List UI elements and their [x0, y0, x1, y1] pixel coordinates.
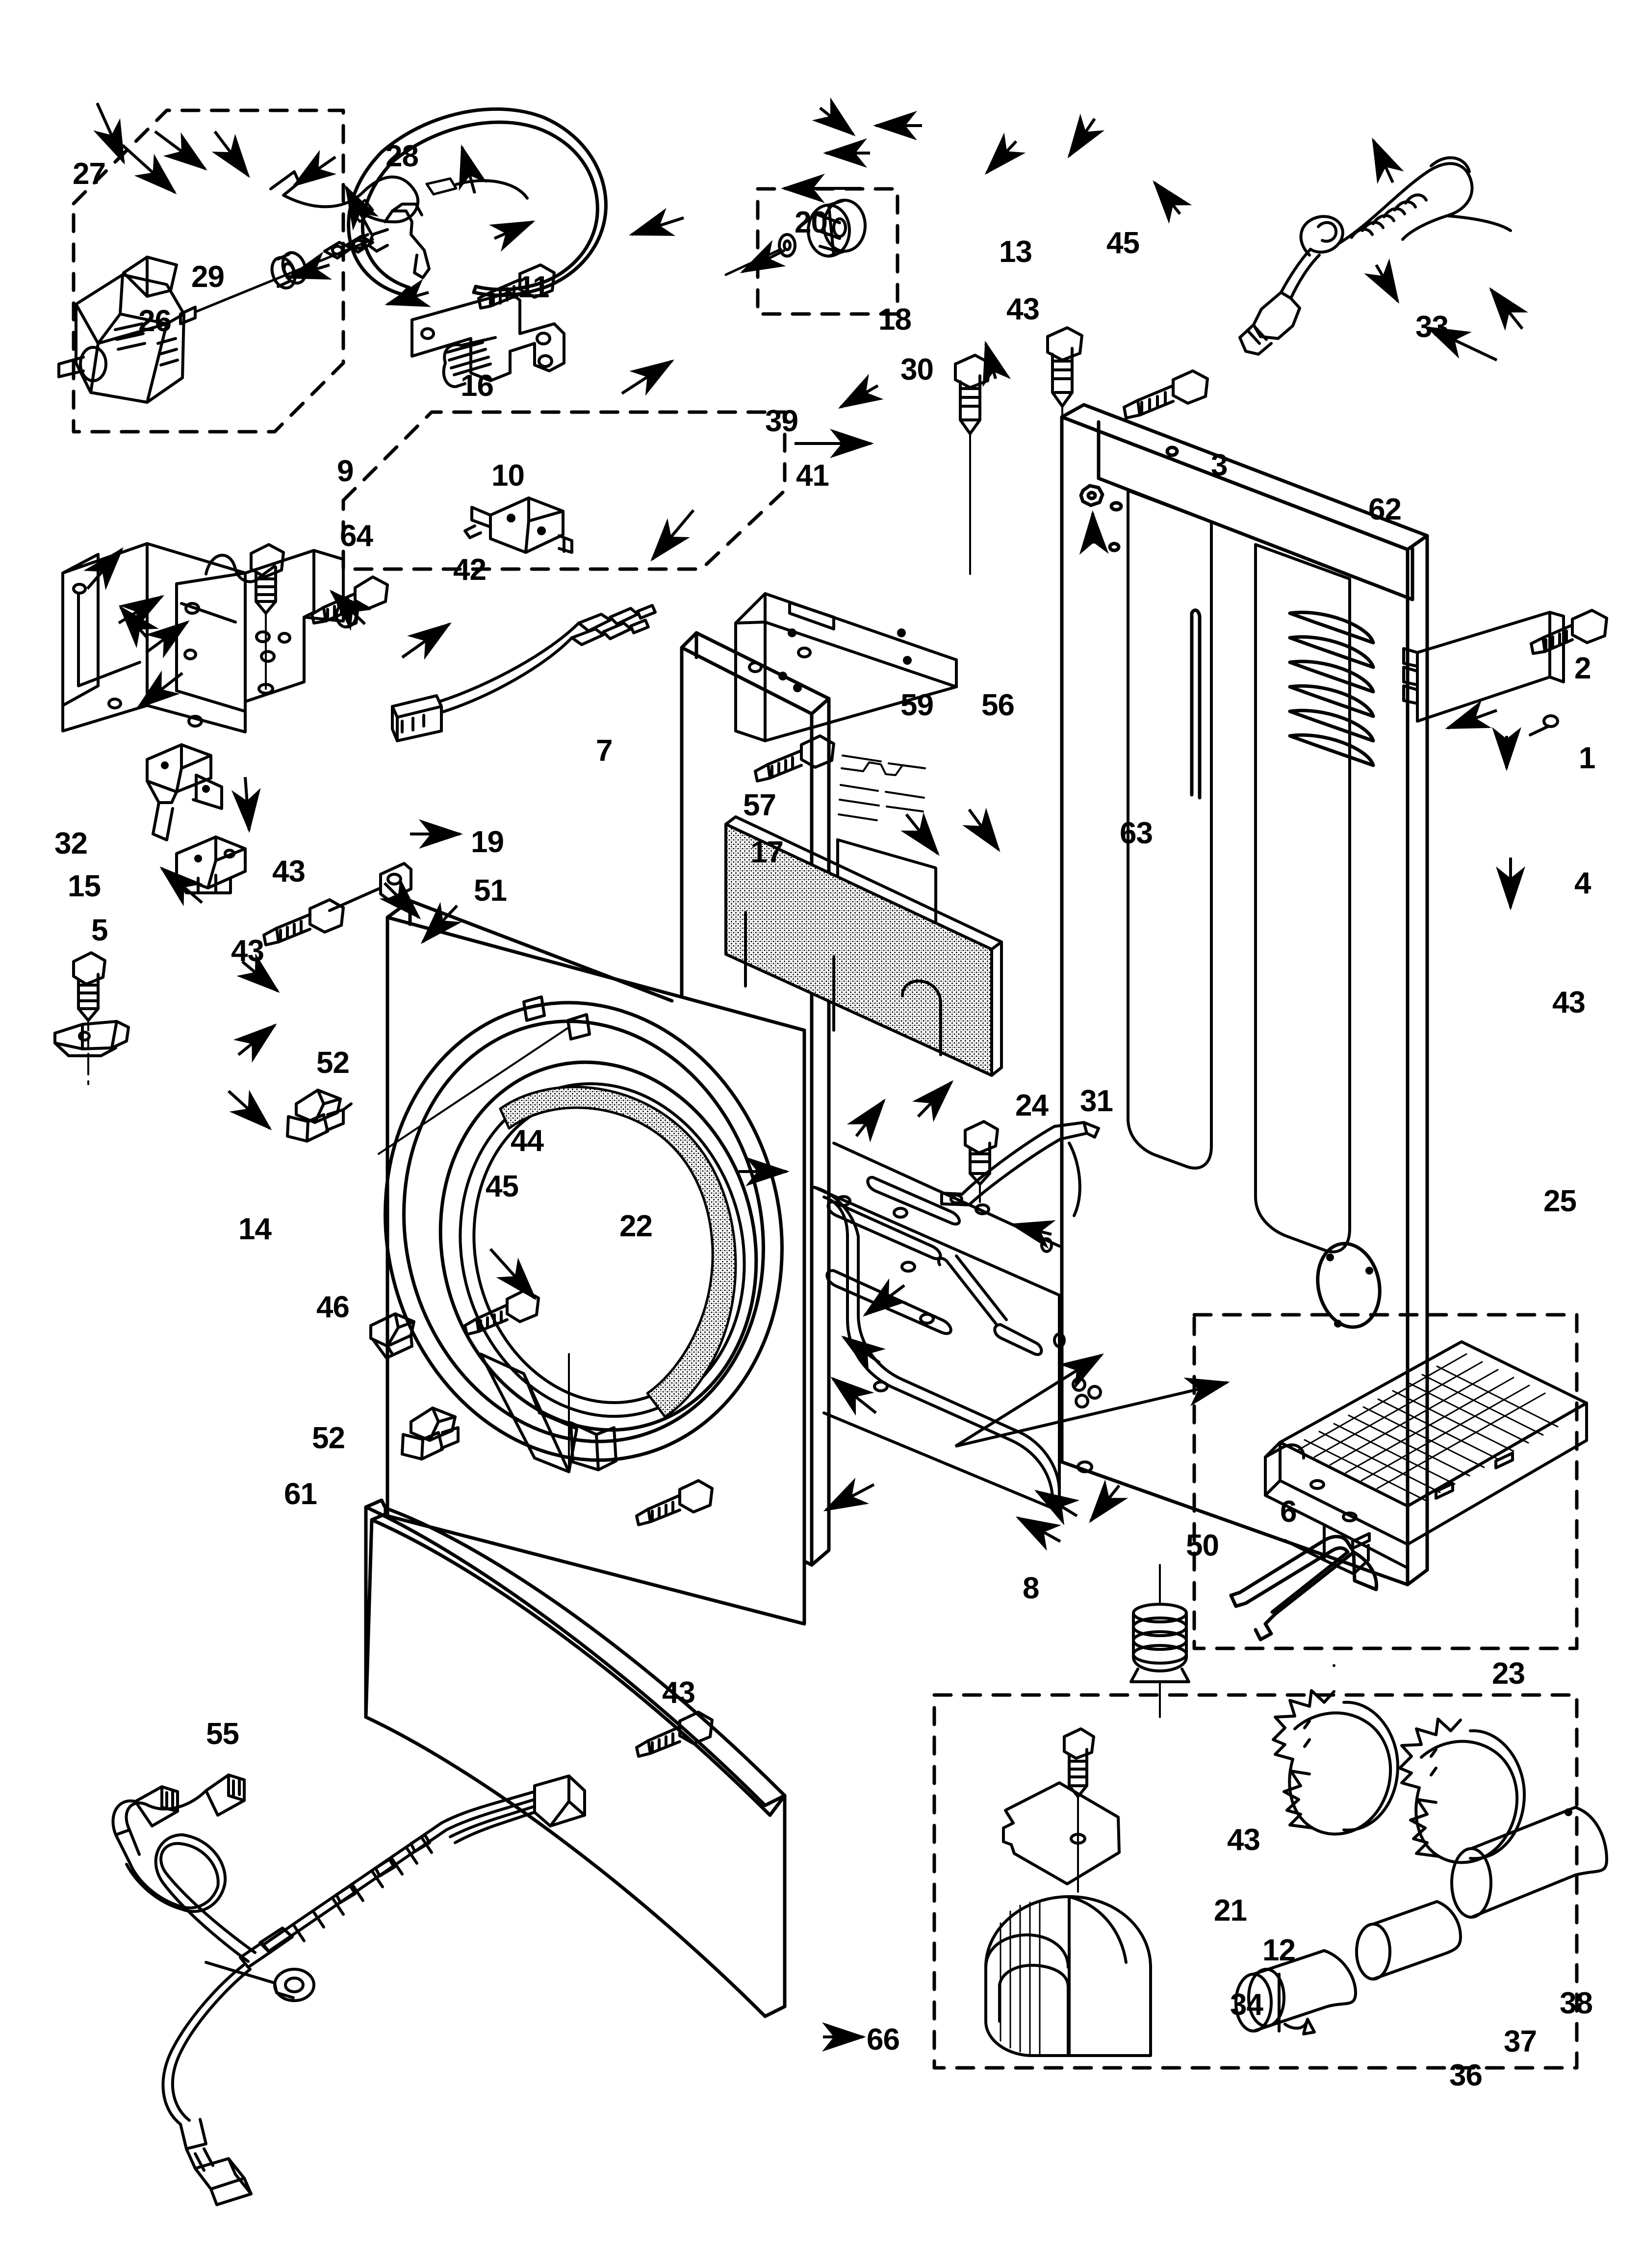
- callout-4: 4: [1574, 866, 1591, 900]
- callout-43-clamp: 43: [231, 934, 264, 968]
- callout-11: 11: [518, 270, 550, 304]
- callout-17: 17: [750, 835, 784, 869]
- callout-19: 19: [471, 825, 504, 859]
- callout-34: 34: [1230, 1988, 1263, 2022]
- callout-3: 3: [1211, 448, 1228, 482]
- callout-27: 27: [73, 157, 106, 191]
- callout-29: 29: [191, 260, 225, 294]
- callout-63: 63: [1120, 816, 1153, 850]
- callout-26: 26: [138, 304, 172, 338]
- callout-57: 57: [743, 788, 776, 822]
- callout-66: 66: [867, 2023, 900, 2057]
- callout-46: 46: [316, 1290, 350, 1324]
- callout-55: 55: [206, 1717, 239, 1751]
- callout-25: 25: [1543, 1184, 1577, 1218]
- callout-52-lower: 52: [312, 1421, 345, 1455]
- callout-51: 51: [474, 874, 507, 908]
- callout-23: 23: [1492, 1657, 1525, 1691]
- callout-43-top: 43: [1006, 292, 1040, 326]
- callout-22: 22: [619, 1209, 653, 1243]
- callout-42: 42: [453, 553, 487, 587]
- callout-43-bracket: 43: [272, 855, 306, 888]
- callout-18: 18: [878, 303, 912, 337]
- callout-45-glide: 45: [486, 1170, 519, 1203]
- callout-33: 33: [1415, 310, 1449, 344]
- callout-38: 38: [1560, 1986, 1593, 2020]
- callout-32: 32: [54, 827, 88, 860]
- callout-5: 5: [91, 913, 108, 947]
- callout-13: 13: [999, 235, 1032, 269]
- callout-62: 62: [1368, 493, 1402, 526]
- callout-56: 56: [981, 688, 1015, 722]
- callout-59: 59: [900, 688, 934, 722]
- callout-37: 37: [1504, 2025, 1537, 2059]
- callout-41: 41: [796, 459, 829, 493]
- callout-9: 9: [337, 454, 354, 488]
- callout-31: 31: [1080, 1084, 1113, 1118]
- callout-2: 2: [1574, 652, 1591, 685]
- callout-44: 44: [511, 1124, 544, 1158]
- callout-6: 6: [1280, 1495, 1297, 1529]
- callout-10: 10: [491, 459, 525, 493]
- callout-21: 21: [1214, 1894, 1247, 1928]
- callout-61: 61: [284, 1477, 317, 1511]
- callout-39: 39: [765, 404, 798, 438]
- callout-64: 64: [340, 519, 373, 553]
- callout-14: 14: [238, 1212, 272, 1246]
- callout-7: 7: [596, 734, 613, 768]
- callout-50: 50: [1186, 1529, 1219, 1563]
- callout-1: 1: [1579, 741, 1595, 775]
- callout-16: 16: [461, 369, 494, 403]
- callout-36: 36: [1449, 2059, 1483, 2092]
- callout-28: 28: [385, 139, 419, 173]
- callout-45: 45: [1106, 226, 1140, 260]
- callout-43-toe: 43: [662, 1676, 695, 1710]
- callout-12: 12: [1262, 1933, 1296, 1967]
- callout-8: 8: [1023, 1571, 1039, 1605]
- callout-20: 20: [795, 206, 828, 239]
- callout-43-side: 43: [1552, 986, 1586, 1019]
- callout-30: 30: [900, 353, 934, 387]
- callout-24: 24: [1015, 1089, 1049, 1122]
- callout-15: 15: [68, 869, 101, 903]
- callout-43-vent: 43: [1227, 1823, 1260, 1857]
- callout-52-upper: 52: [316, 1046, 350, 1080]
